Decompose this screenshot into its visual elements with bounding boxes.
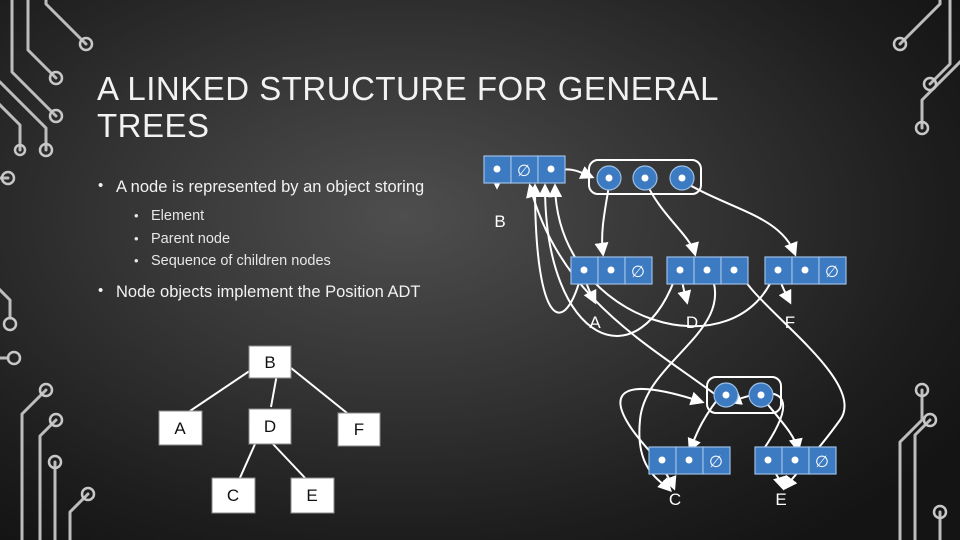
tree-label-c: C (227, 486, 239, 505)
linked-element-c: C (669, 490, 681, 509)
pointer-dot (493, 165, 501, 173)
tree-label-e: E (306, 486, 317, 505)
sub-bullet-item: Parent node (134, 228, 478, 251)
pointer-dot (547, 165, 555, 173)
tree-label-f: F (354, 420, 364, 439)
bullet-item: A node is represented by an object stori… (98, 177, 478, 273)
linked-node-f: ∅ F (764, 256, 847, 332)
null-symbol: ∅ (825, 264, 839, 281)
null-symbol: ∅ (631, 264, 645, 281)
null-symbol: ∅ (709, 454, 723, 471)
children-container-d (706, 376, 782, 414)
sub-bullet-list: Element Parent node Sequence of children… (134, 205, 478, 273)
tree-node-c (211, 477, 256, 514)
bullet-list: A node is represented by an object stori… (98, 177, 478, 302)
linked-node-a: ∅ A (570, 256, 653, 332)
linked-node-b: ∅ B (483, 155, 566, 231)
linked-node-d: D (666, 256, 749, 332)
null-symbol: ∅ (815, 454, 829, 471)
tree-edges (189, 367, 348, 481)
tree-node-a (158, 410, 203, 446)
linked-element-e: E (775, 490, 786, 509)
bullet-text: A node is represented by an object stori… (116, 178, 425, 196)
linked-element-f: F (785, 313, 795, 332)
tree-label-d: D (264, 417, 276, 436)
linked-node-c: ∅ C (648, 446, 731, 509)
linked-element-d: D (686, 313, 698, 332)
bullet-item: Node objects implement the Position ADT (98, 282, 478, 302)
linked-element-b: B (494, 212, 505, 231)
tree-node-d (248, 408, 292, 445)
sub-bullet-item: Sequence of children nodes (134, 250, 478, 273)
linked-structure: ∅ B (483, 155, 847, 509)
tree-label-b: B (264, 353, 275, 372)
children-container-b (588, 159, 702, 195)
abstract-tree: B A D F C E (158, 345, 381, 514)
tree-node-b (248, 345, 292, 379)
parent-pointers (526, 183, 785, 461)
linked-element-a: A (589, 313, 601, 332)
sub-bullet-item: Element (134, 205, 478, 228)
null-symbol: ∅ (517, 163, 531, 180)
tree-label-a: A (174, 419, 186, 438)
linked-node-e: ∅ E (754, 446, 837, 509)
bullet-text: Node objects implement the Position ADT (116, 282, 421, 301)
page-title: A LINKED STRUCTURE FOR GENERAL TREES (97, 70, 718, 144)
tree-node-f (337, 412, 381, 447)
tree-node-e (290, 477, 335, 514)
